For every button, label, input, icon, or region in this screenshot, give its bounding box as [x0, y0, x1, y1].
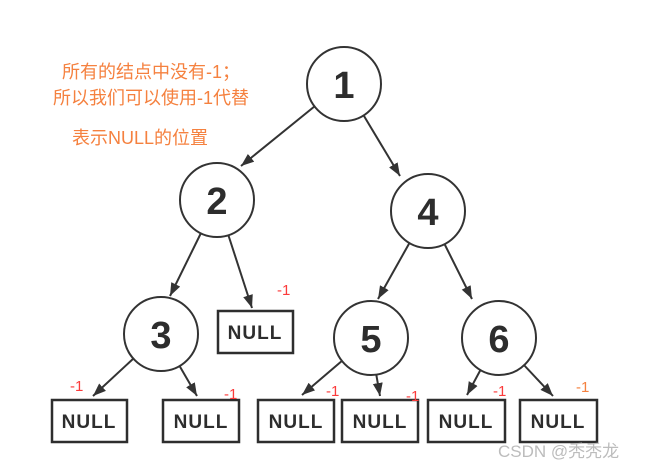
edge-node2-to-node3 — [169, 232, 202, 297]
null-box-b — [161, 398, 241, 444]
tree-node-5-label: 5 — [360, 319, 381, 361]
minus-one-label-e: -1 — [493, 383, 506, 400]
edge-node1-to-node4 — [363, 115, 401, 177]
edge-node3-to-null-a — [92, 357, 135, 397]
edge-node4-to-node5 — [377, 241, 411, 300]
edge-node4-to-node6 — [443, 242, 473, 300]
null-box-mid-label: NULL — [228, 323, 283, 344]
edge-node3-to-null-b — [178, 364, 198, 397]
tree-node-6-label: 6 — [488, 319, 509, 361]
annotation-line-1: 所有的结点中没有-1； — [62, 62, 240, 82]
tree-node-2-label: 2 — [206, 181, 227, 223]
null-box-f-label: NULL — [531, 412, 586, 433]
minus-one-label-f: -1 — [576, 379, 589, 396]
edge-node6-to-null-f — [522, 363, 554, 397]
tree-node-4-circle — [390, 173, 466, 249]
null-box-c — [256, 398, 336, 444]
null-box-e-label: NULL — [439, 412, 494, 433]
tree-node-5-circle — [333, 300, 409, 376]
minus-one-label-d: -1 — [406, 388, 419, 405]
tree-node-3-circle — [123, 296, 199, 372]
tree-node-1-circle — [306, 46, 382, 122]
tree-node-4-label: 4 — [417, 192, 438, 234]
edge-node1-to-node2 — [240, 105, 316, 167]
watermark: CSDN @秃秃龙 — [498, 442, 619, 461]
null-box-a-label: NULL — [62, 412, 117, 433]
annotation-line-2: 所以我们可以使用-1代替 — [53, 88, 249, 108]
null-box-c-label: NULL — [269, 412, 324, 433]
minus-one-label-b: -1 — [224, 386, 237, 403]
tree-node-1-label: 1 — [333, 65, 354, 107]
null-box-a — [50, 398, 129, 444]
minus-one-label-a: -1 — [70, 378, 83, 395]
null-box-e — [426, 398, 507, 444]
annotation-line-3: 表示NULL的位置 — [72, 128, 208, 148]
tree-node-3-label: 3 — [150, 315, 171, 357]
null-box-b-label: NULL — [174, 412, 229, 433]
edge-node5-to-null-d — [372, 372, 383, 397]
null-box-f — [518, 398, 599, 444]
edge-node5-to-null-c — [301, 359, 344, 396]
tree-node-2-circle — [179, 162, 255, 238]
edge-node2-to-null-mid — [227, 233, 253, 309]
minus-one-label-c: -1 — [326, 383, 339, 400]
null-box-mid — [216, 309, 295, 355]
null-box-d-label: NULL — [353, 412, 408, 433]
tree-node-6-circle — [461, 300, 537, 376]
null-box-d — [340, 398, 420, 444]
minus-one-label-mid: -1 — [277, 282, 290, 299]
edge-node6-to-null-e — [466, 368, 482, 396]
